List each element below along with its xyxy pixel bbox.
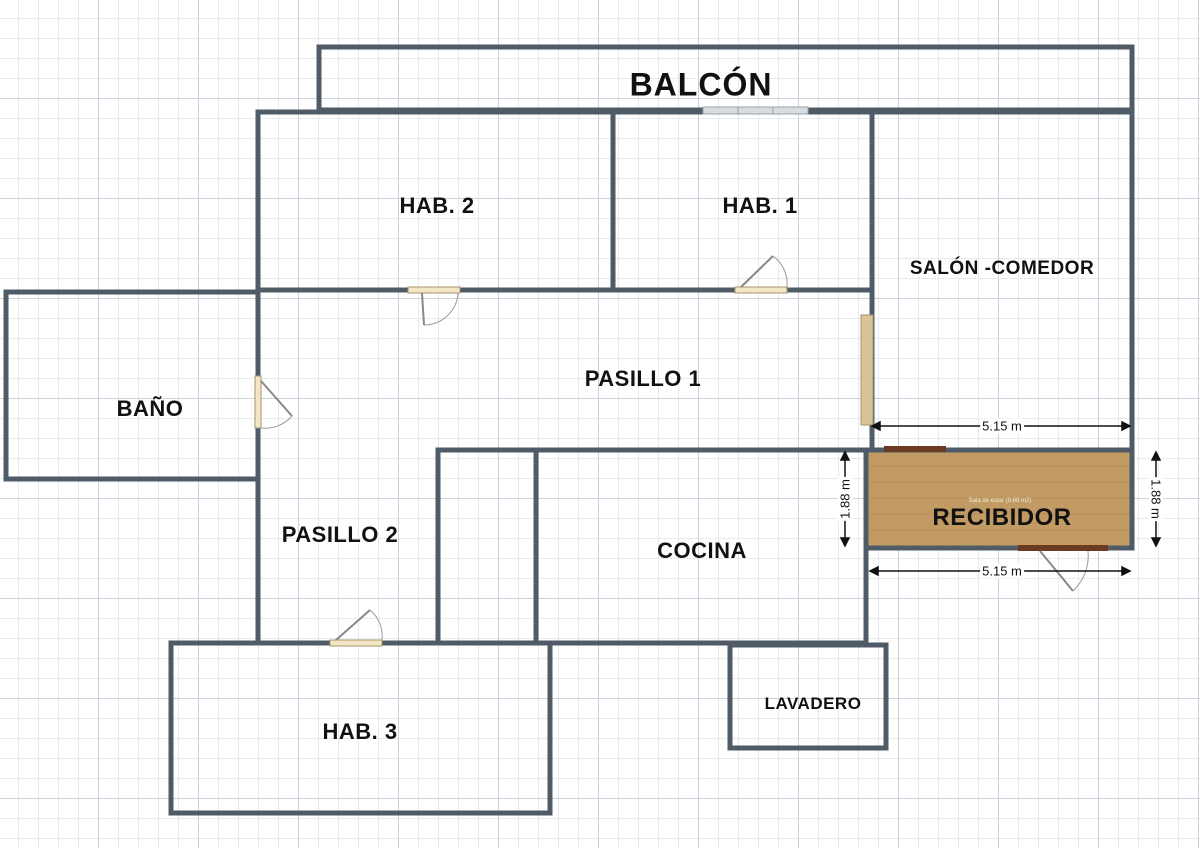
room-label-pasillo2: PASILLO 2 — [281, 522, 399, 547]
door-hab1 — [734, 255, 788, 294]
door-salon — [860, 314, 874, 426]
balcony-window — [702, 106, 809, 115]
room-label-hab1: HAB. 1 — [722, 193, 798, 218]
door-recibidor-top — [884, 446, 946, 452]
room-label-hab3: HAB. 3 — [322, 719, 398, 744]
room-label-salon-comedor: SALÓN -COMEDOR — [909, 258, 1095, 279]
dimension-width-top: 5.15 m — [980, 418, 1024, 434]
room-label-bano: BAÑO — [116, 396, 184, 421]
room-label-lavadero: LAVADERO — [764, 694, 862, 713]
dimension-width-bottom: 5.15 m — [980, 563, 1024, 579]
room-label-cocina: COCINA — [657, 538, 747, 563]
door-bano — [254, 375, 293, 429]
dimension-height-left: 1.88 m — [837, 477, 853, 521]
room-label-balcon: BALCÓN — [629, 66, 773, 103]
door-recibidor-entrance — [1018, 545, 1108, 592]
room-label-pasillo1: PASILLO 1 — [584, 366, 702, 391]
walls — [3, 44, 1135, 816]
room-label-recibidor: RECIBIDOR — [932, 504, 1072, 531]
door-hab3 — [329, 609, 383, 647]
room-label-hab2: HAB. 2 — [399, 193, 475, 218]
dimension-height-right: 1.88 m — [1148, 477, 1164, 521]
recibidor-floor — [868, 450, 1132, 548]
floor-area-label: Sala de estar (9.68 m2) — [968, 498, 1032, 504]
door-hab2 — [407, 286, 461, 326]
